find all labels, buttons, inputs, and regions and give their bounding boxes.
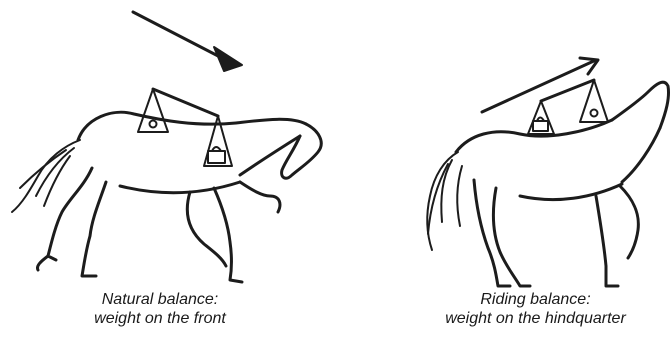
natural-balance-caption: Natural balance: weight on the front [20, 290, 300, 328]
downward-arrow-icon [133, 12, 242, 71]
riding-balance-caption: Riding balance: weight on the hindquarte… [400, 290, 671, 328]
natural-balance-caption-line2: weight on the front [20, 309, 300, 328]
riding-balance-drawing [427, 58, 668, 286]
riding-balance-caption-line1: Riding balance: [400, 290, 671, 309]
horse-forehand-heavy [12, 112, 321, 282]
natural-balance-caption-line1: Natural balance: [20, 290, 300, 309]
horse-collected [427, 82, 668, 286]
scale-tilted-front-icon [138, 89, 232, 166]
riding-balance-caption-line2: weight on the hindquarter [400, 309, 671, 328]
natural-balance-drawing [12, 12, 321, 282]
